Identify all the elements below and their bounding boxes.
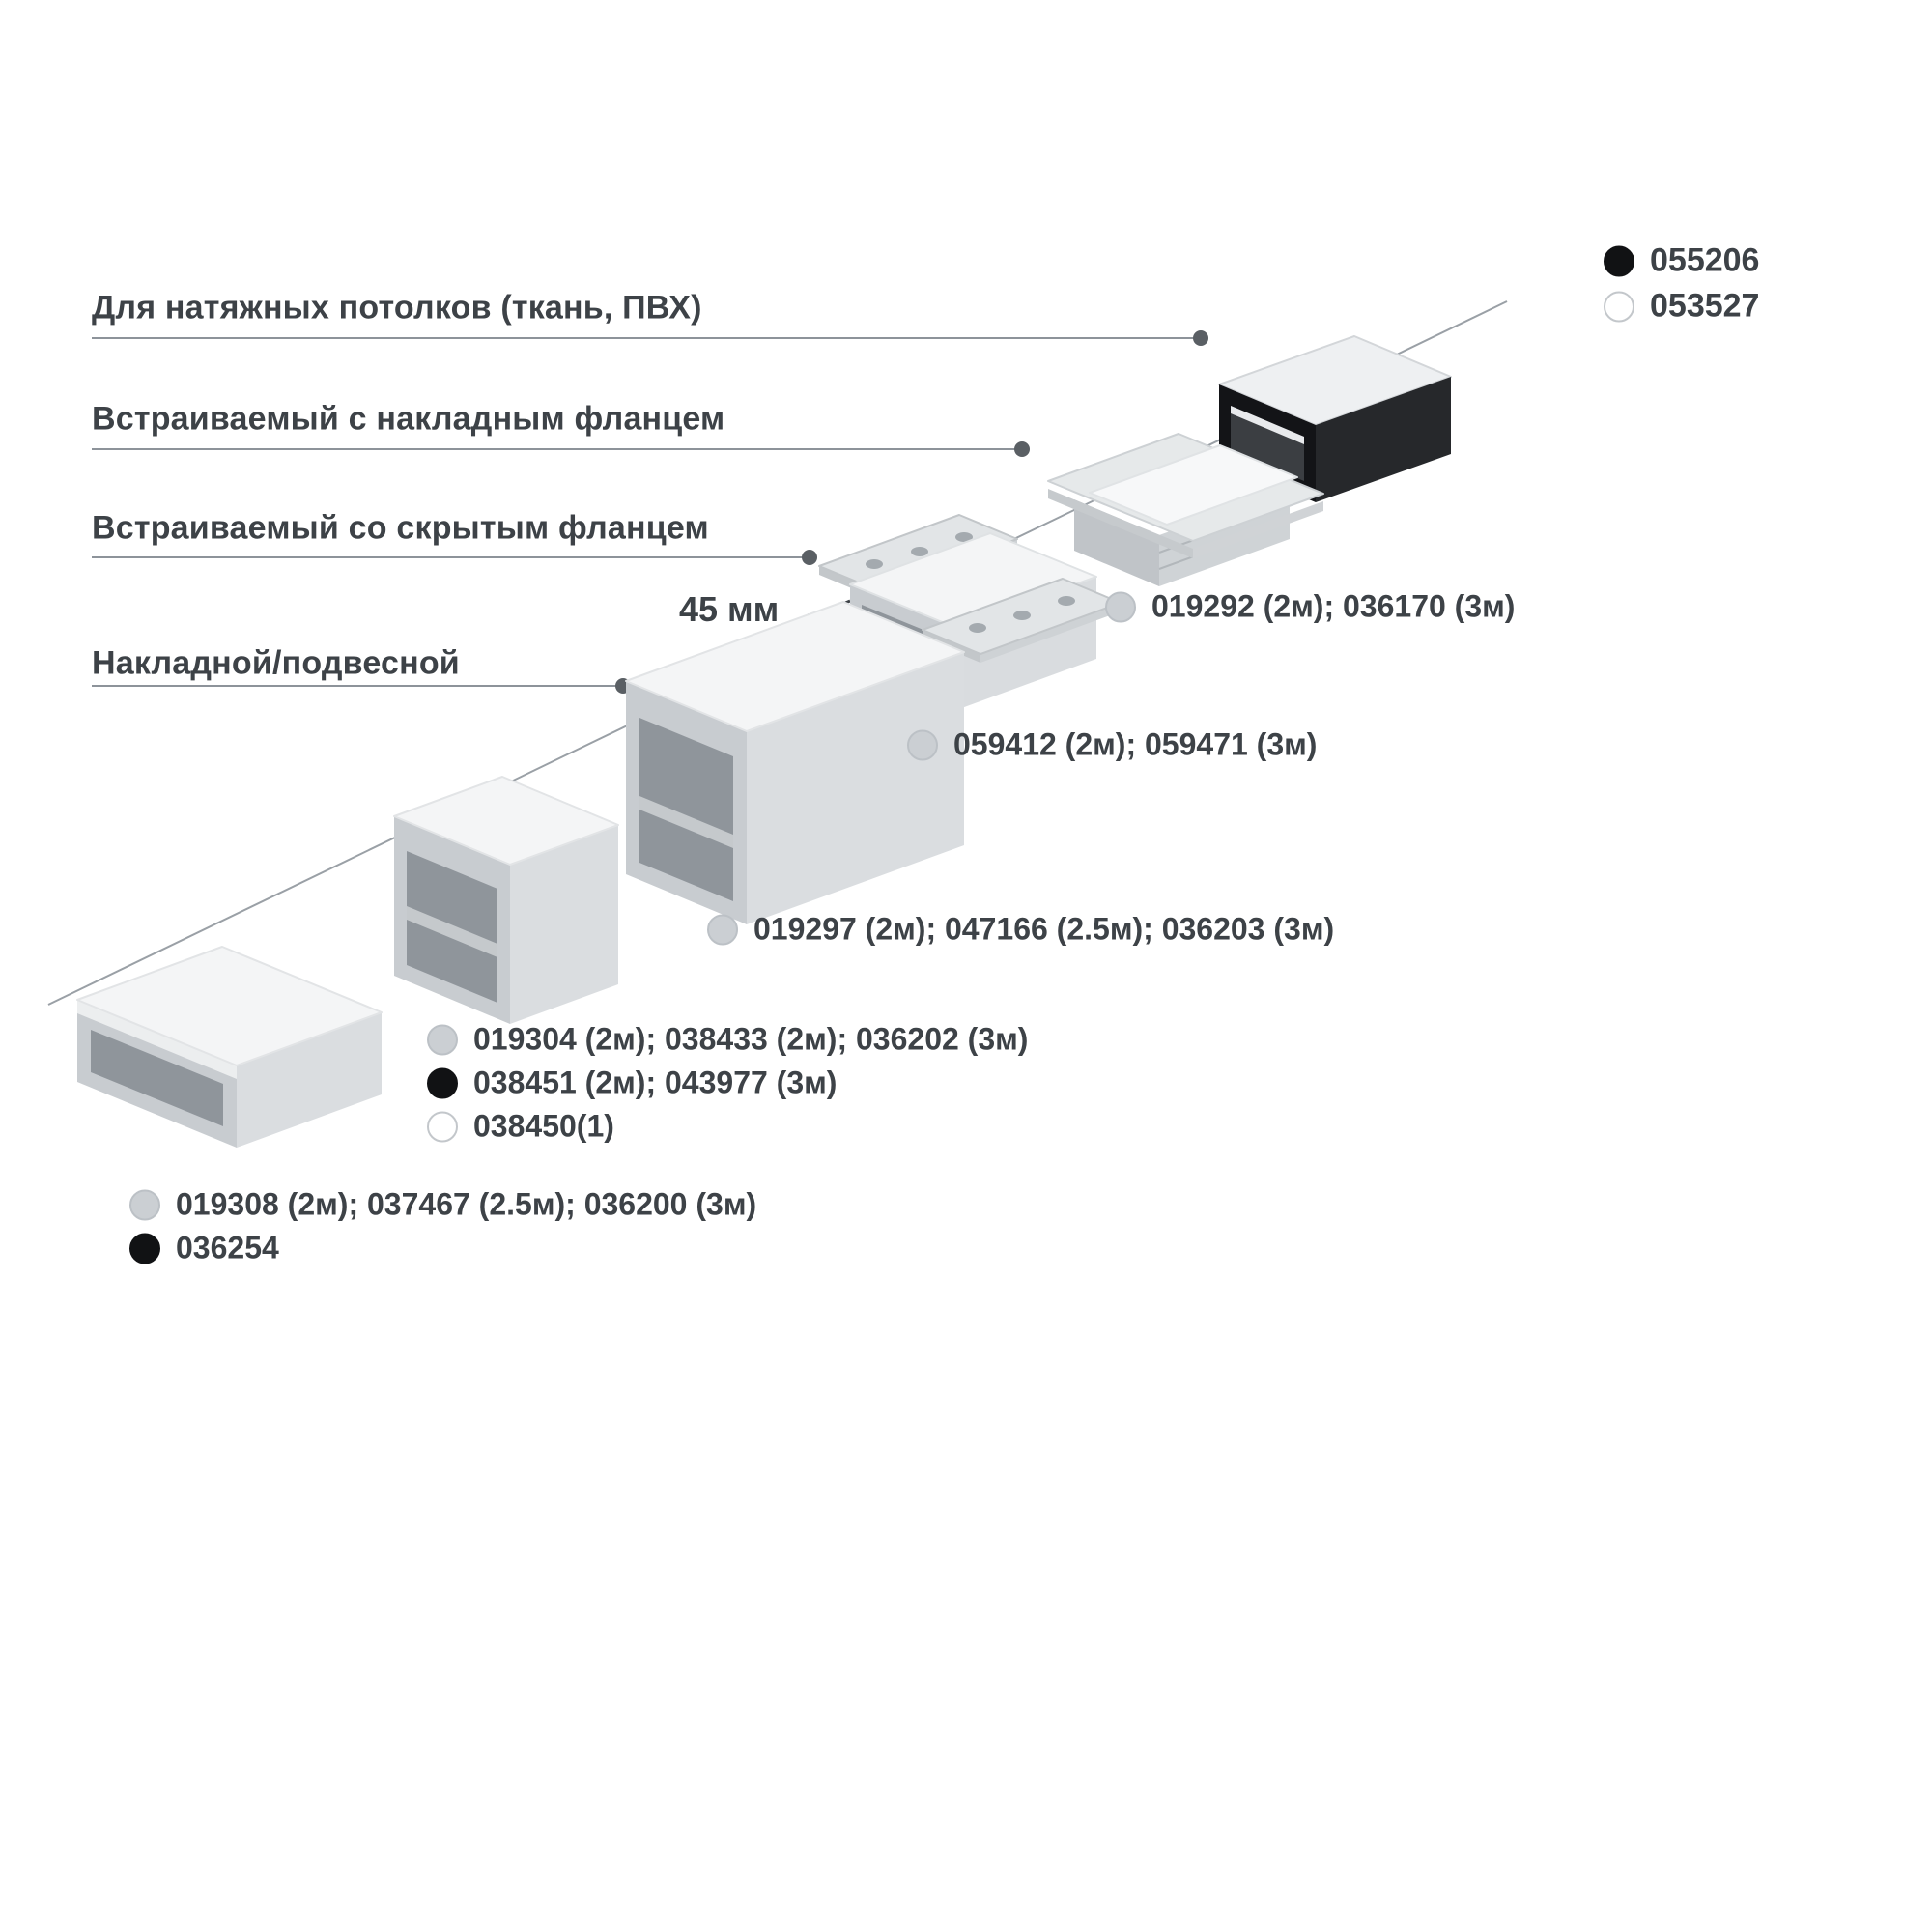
code-text: 059412 (2м); 059471 (3м) (953, 726, 1318, 762)
p4-left-plate-hole-3 (955, 532, 973, 542)
p1-end-cavity (91, 1030, 223, 1126)
dimension-45mm-label: 45 мм (679, 589, 780, 629)
category-surface-suspended: Накладной/подвесной (92, 644, 460, 682)
p3-inner-shelf (639, 796, 733, 848)
gray-color-dot (707, 914, 738, 945)
black-color-dot (129, 1233, 160, 1264)
black-color-dot (427, 1067, 458, 1098)
profile-stretch-ceiling (1218, 335, 1452, 502)
code-row-019304: 019304 (2м); 038433 (2м); 036202 (3м) (427, 1022, 1028, 1058)
p2-inner-shelf (407, 906, 497, 957)
code-text: 019304 (2м); 038433 (2м); 036202 (3м) (473, 1021, 1029, 1057)
p1-top-diffuser (76, 946, 383, 1066)
gray-color-dot (129, 1189, 160, 1220)
legend-code: 055206 (1650, 242, 1760, 279)
p4-right-plate-hole-3 (1058, 596, 1075, 606)
white-color-dot (1604, 291, 1634, 322)
black-color-dot (1604, 245, 1634, 276)
legend-row-055206: 055206 (1604, 242, 1759, 280)
p4-right-plate-edge2 (980, 603, 1121, 663)
p4-left-plate-hole-2 (911, 547, 928, 556)
code-text: 038451 (2м); 043977 (3м) (473, 1065, 838, 1100)
code-text: 019297 (2м); 047166 (2.5м); 036203 (3м) (753, 911, 1335, 947)
p4-top-diffuser (849, 532, 1097, 629)
profile-surface-low (76, 946, 383, 1148)
category-stretch-ceiling: Для натяжных потолков (ткань, ПВХ) (92, 289, 702, 327)
code-row-038451: 038451 (2м); 043977 (3м) (427, 1065, 837, 1101)
profile-surface-medium (393, 776, 619, 1024)
profile-recessed-surface-flange (1047, 433, 1324, 586)
white-color-dot (427, 1111, 458, 1142)
code-row-038450: 038450(1) (427, 1109, 614, 1145)
p5-body-end (1074, 499, 1159, 586)
pointer-dot-1 (1193, 330, 1208, 346)
code-row-019292: 019292 (2м); 036170 (3м) (1105, 589, 1515, 625)
p3-side-face (747, 652, 964, 924)
code-row-036254: 036254 (129, 1231, 279, 1266)
gray-color-dot (427, 1024, 458, 1055)
p1-diffuser-edge (77, 1000, 237, 1079)
legend-row-053527: 053527 (1604, 288, 1759, 326)
p6-side-face (1316, 377, 1451, 502)
code-row-059412: 059412 (2м); 059471 (3м) (907, 727, 1317, 763)
code-text: 036254 (176, 1230, 279, 1265)
code-text: 019308 (2м); 037467 (2.5м); 036200 (3м) (176, 1186, 757, 1222)
gray-color-dot (907, 729, 938, 760)
category-recessed-hidden-flange: Встраиваемый со скрытым фланцем (92, 509, 709, 547)
pointer-dot-2 (1014, 441, 1030, 457)
pointer-end-dots (615, 330, 1208, 694)
p4-left-plate-hole-1 (866, 559, 883, 569)
p3-end-cavity (639, 718, 733, 901)
p3-top-diffuser (625, 601, 965, 732)
p1-side-face (237, 1012, 382, 1148)
category-recessed-surface-flange: Встраиваемый с накладным фланцем (92, 400, 725, 438)
p2-side-face (510, 825, 618, 1024)
gray-color-dot (1105, 591, 1136, 622)
p5-flange-edge-right (1193, 501, 1323, 558)
p5-top-diffuser (1089, 444, 1298, 526)
category-pointer-lines (92, 337, 1201, 687)
legend-code: 053527 (1650, 287, 1760, 325)
profile-surface-45mm (625, 601, 965, 924)
p4-right-plate-hole-2 (1013, 611, 1031, 620)
code-text: 019292 (2м); 036170 (3м) (1151, 588, 1516, 624)
p6-end-cavity (1231, 406, 1304, 481)
code-row-019297: 019297 (2м); 047166 (2.5м); 036203 (3м) (707, 912, 1334, 948)
code-row-019308: 019308 (2м); 037467 (2.5м); 036200 (3м) (129, 1187, 756, 1223)
pointer-dot-3 (802, 550, 817, 565)
code-text: 038450(1) (473, 1108, 614, 1144)
p5-flange-edge-front (1048, 489, 1193, 558)
p6-inner-diffuser-edge (1231, 406, 1304, 444)
p2-top-diffuser (393, 776, 619, 866)
p4-right-plate-hole-1 (969, 623, 986, 633)
